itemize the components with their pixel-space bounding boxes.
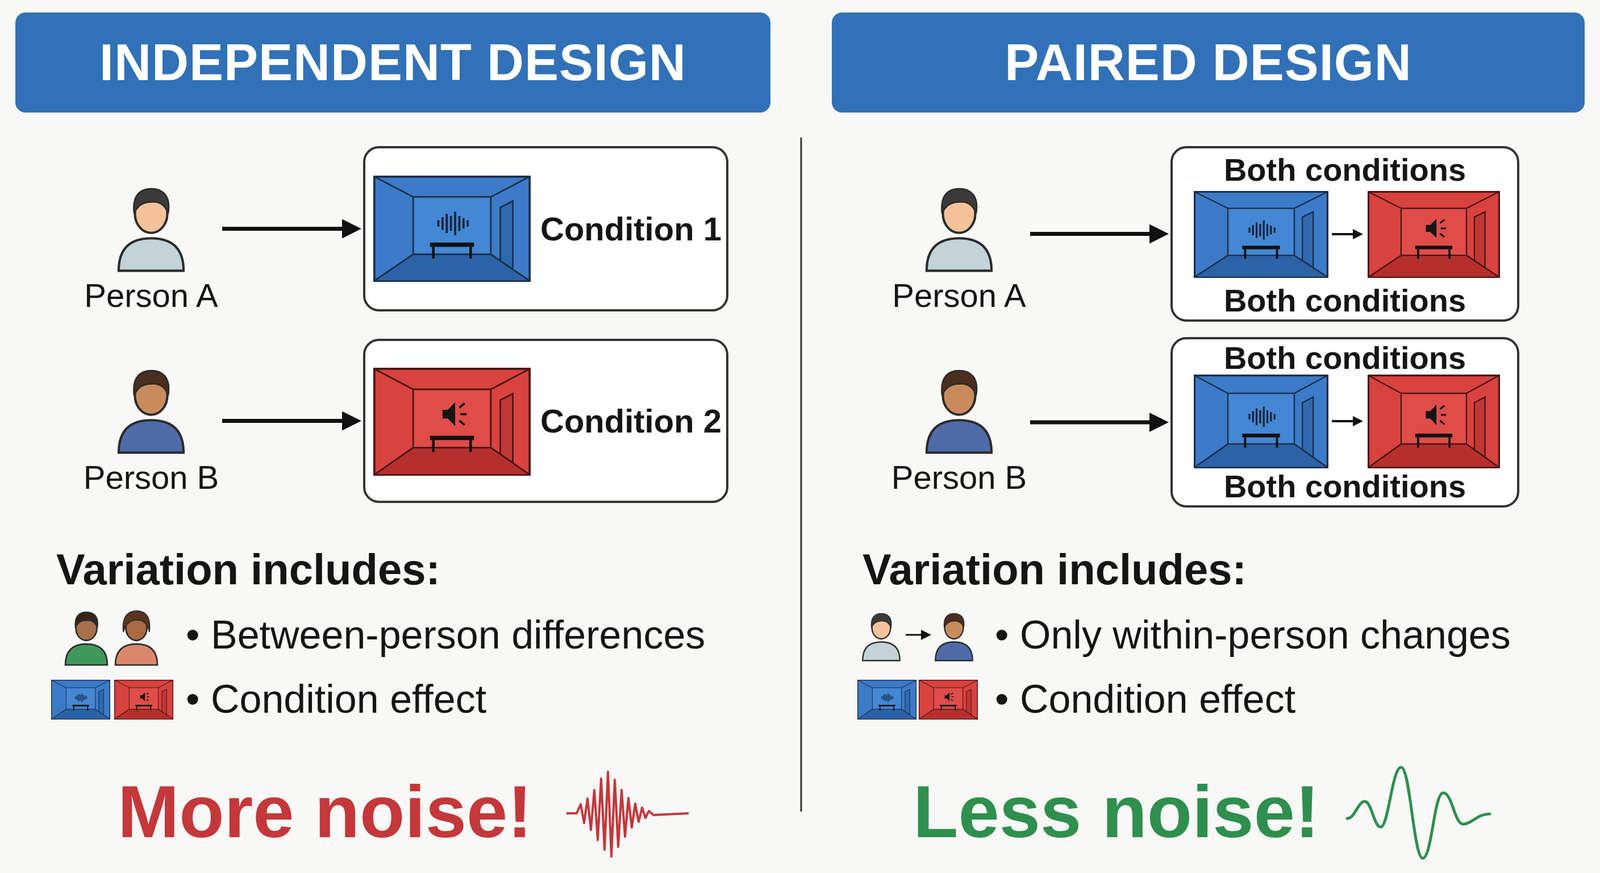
room-illustration — [1194, 192, 1328, 278]
person-icon — [115, 610, 158, 665]
condition-label: Both conditions — [1172, 468, 1518, 504]
room-illustration — [1194, 375, 1328, 468]
person-icon — [118, 370, 184, 453]
condition-label: Both conditions — [1172, 339, 1518, 375]
room-icon — [857, 680, 917, 720]
person-icon — [118, 188, 184, 271]
person-label: Person B — [876, 457, 1042, 496]
smooth-waveform — [1347, 767, 1490, 858]
sequence-arrow — [1331, 419, 1358, 423]
banner-title: PAIRED DESIGN — [831, 12, 1585, 113]
person-icon — [65, 611, 108, 665]
person-node: Person B — [888, 357, 1031, 494]
noise-verdict: Less noise! — [913, 759, 1320, 864]
condition-box: Both conditionsBoth conditions — [1170, 146, 1520, 322]
person-icon — [926, 188, 992, 271]
room-illustration — [1368, 192, 1500, 278]
room-icon — [114, 680, 174, 720]
person-node: Person B — [80, 357, 223, 494]
room-icon — [51, 680, 111, 720]
room-icon — [919, 680, 978, 720]
condition-box: Condition 1 — [363, 146, 729, 312]
bullet-item: • Condition effect — [994, 671, 1296, 727]
design-banner: INDEPENDENT DESIGN — [15, 12, 771, 113]
flow-arrow — [1030, 231, 1160, 236]
person-label: Person A — [876, 276, 1042, 314]
flow-arrow — [222, 226, 352, 231]
bullet-item: • Only within-person changes — [994, 606, 1511, 663]
bullet-item: • Condition effect — [185, 671, 487, 727]
flow-arrow — [222, 418, 352, 423]
condition-box: Condition 2 — [363, 338, 729, 503]
section-heading: Variation includes: — [862, 539, 1247, 600]
section-heading: Variation includes: — [56, 539, 441, 600]
bullet-item: • Between-person differences — [185, 606, 706, 663]
room-illustration — [1368, 375, 1500, 468]
flow-arrow — [1030, 420, 1160, 425]
design-banner: PAIRED DESIGN — [831, 12, 1585, 113]
change-arrow — [905, 634, 927, 636]
person-label: Person B — [68, 457, 234, 496]
room-illustration — [374, 368, 530, 475]
condition-box: Both conditionsBoth conditions — [1170, 336, 1520, 508]
panel-divider — [800, 137, 803, 812]
person-node: Person A — [80, 176, 223, 312]
person-label: Person A — [68, 276, 234, 314]
condition-label: Condition 1 — [535, 148, 727, 310]
noise-verdict: More noise! — [117, 759, 533, 864]
person-icon — [935, 613, 973, 661]
noisy-waveform — [566, 771, 689, 857]
sequence-arrow — [1331, 232, 1358, 236]
room-illustration — [374, 176, 530, 281]
condition-label: Condition 2 — [535, 340, 727, 501]
banner-title: INDEPENDENT DESIGN — [15, 12, 771, 113]
condition-label: Both conditions — [1172, 151, 1518, 187]
person-icon — [862, 613, 900, 661]
person-node: Person A — [888, 176, 1031, 312]
condition-label: Both conditions — [1172, 282, 1518, 318]
person-icon — [926, 370, 992, 453]
